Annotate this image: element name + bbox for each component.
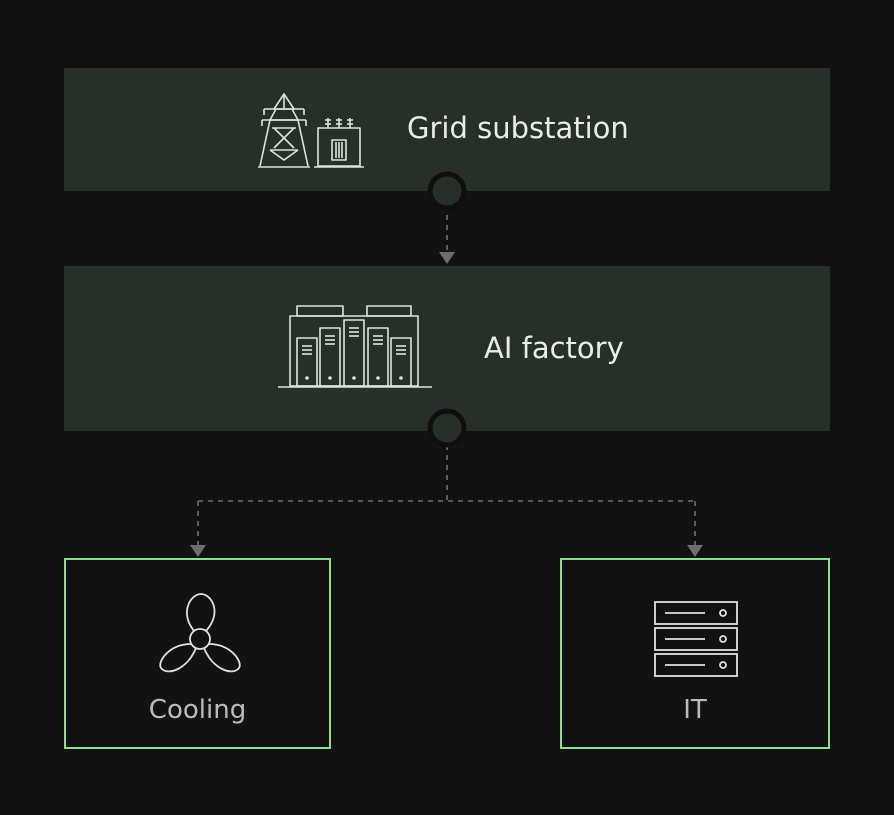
cooling-node: Cooling — [64, 558, 331, 749]
arrowhead-factory — [439, 252, 455, 264]
power-tower-and-transformer-icon — [258, 93, 364, 168]
ai-factory-label: AI factory — [484, 331, 624, 365]
fan-icon — [159, 593, 241, 673]
arrowhead-cooling — [190, 545, 206, 557]
it-node: IT — [560, 558, 830, 749]
factory-output-port — [427, 408, 467, 448]
grid-substation-block: Grid substation — [64, 68, 830, 191]
server-racks-icon — [278, 305, 432, 388]
it-label: IT — [683, 695, 707, 725]
grid-output-port — [427, 171, 467, 211]
cooling-label: Cooling — [148, 695, 247, 725]
grid-substation-label: Grid substation — [407, 111, 629, 145]
server-stack-icon — [654, 601, 738, 677]
arrowhead-it — [687, 545, 703, 557]
ai-factory-block: AI factory — [64, 266, 830, 431]
